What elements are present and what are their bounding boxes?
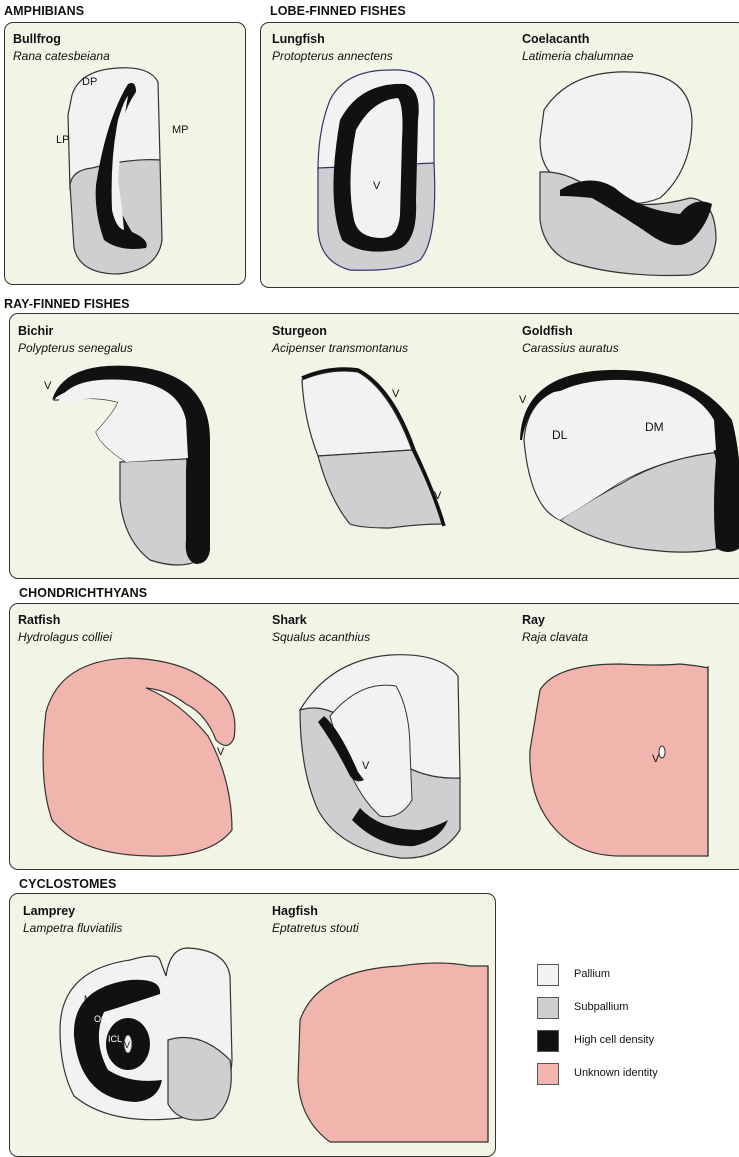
legend-swatch bbox=[537, 997, 559, 1019]
bichir-label-v1: V bbox=[44, 380, 51, 392]
legend-item-pallium: Pallium bbox=[537, 964, 737, 990]
coelacanth-label-v: V bbox=[590, 183, 597, 195]
bullfrog-label-lp: LP bbox=[56, 134, 69, 146]
bichir-label-v2: V bbox=[198, 492, 205, 504]
legend-item-high-cell-density: High cell density bbox=[537, 1030, 737, 1056]
legend-item-unknown-identity: Unknown identity bbox=[537, 1063, 737, 1089]
sturgeon-label-v2: V bbox=[434, 490, 441, 502]
legend-label: Pallium bbox=[574, 968, 610, 980]
bullfrog-label-v: V bbox=[119, 228, 126, 240]
goldfish-label-v1: V bbox=[519, 394, 526, 406]
legend-label: Subpallium bbox=[574, 1001, 628, 1013]
bullfrog-label-dp: DP bbox=[82, 76, 97, 88]
lamprey-label-ocl: OCL bbox=[94, 1014, 113, 1024]
lamprey-label-v: V bbox=[124, 1040, 130, 1050]
bullfrog-label-mp: MP bbox=[172, 124, 189, 136]
legend-swatch bbox=[537, 1030, 559, 1052]
lamprey-label-icl: ICL bbox=[108, 1034, 122, 1044]
goldfish-label-v2: V bbox=[732, 482, 739, 494]
hagfish-unknown-region bbox=[298, 963, 488, 1142]
lamprey-label-ml: ML bbox=[84, 994, 97, 1004]
lungfish-label-v: V bbox=[373, 180, 380, 192]
ratfish-label-v: V bbox=[217, 746, 224, 758]
shark-label-v: V bbox=[362, 760, 369, 772]
legend-label: High cell density bbox=[574, 1034, 654, 1046]
legend-swatch bbox=[537, 1063, 559, 1085]
legend-item-subpallium: Subpallium bbox=[537, 997, 737, 1023]
goldfish-label-dm: DM bbox=[645, 420, 664, 434]
ray-label-v: V bbox=[652, 753, 659, 765]
goldfish-label-dl: DL bbox=[552, 428, 567, 442]
legend-label: Unknown identity bbox=[574, 1067, 658, 1079]
sturgeon-label-v1: V bbox=[392, 388, 399, 400]
legend-swatch bbox=[537, 964, 559, 986]
